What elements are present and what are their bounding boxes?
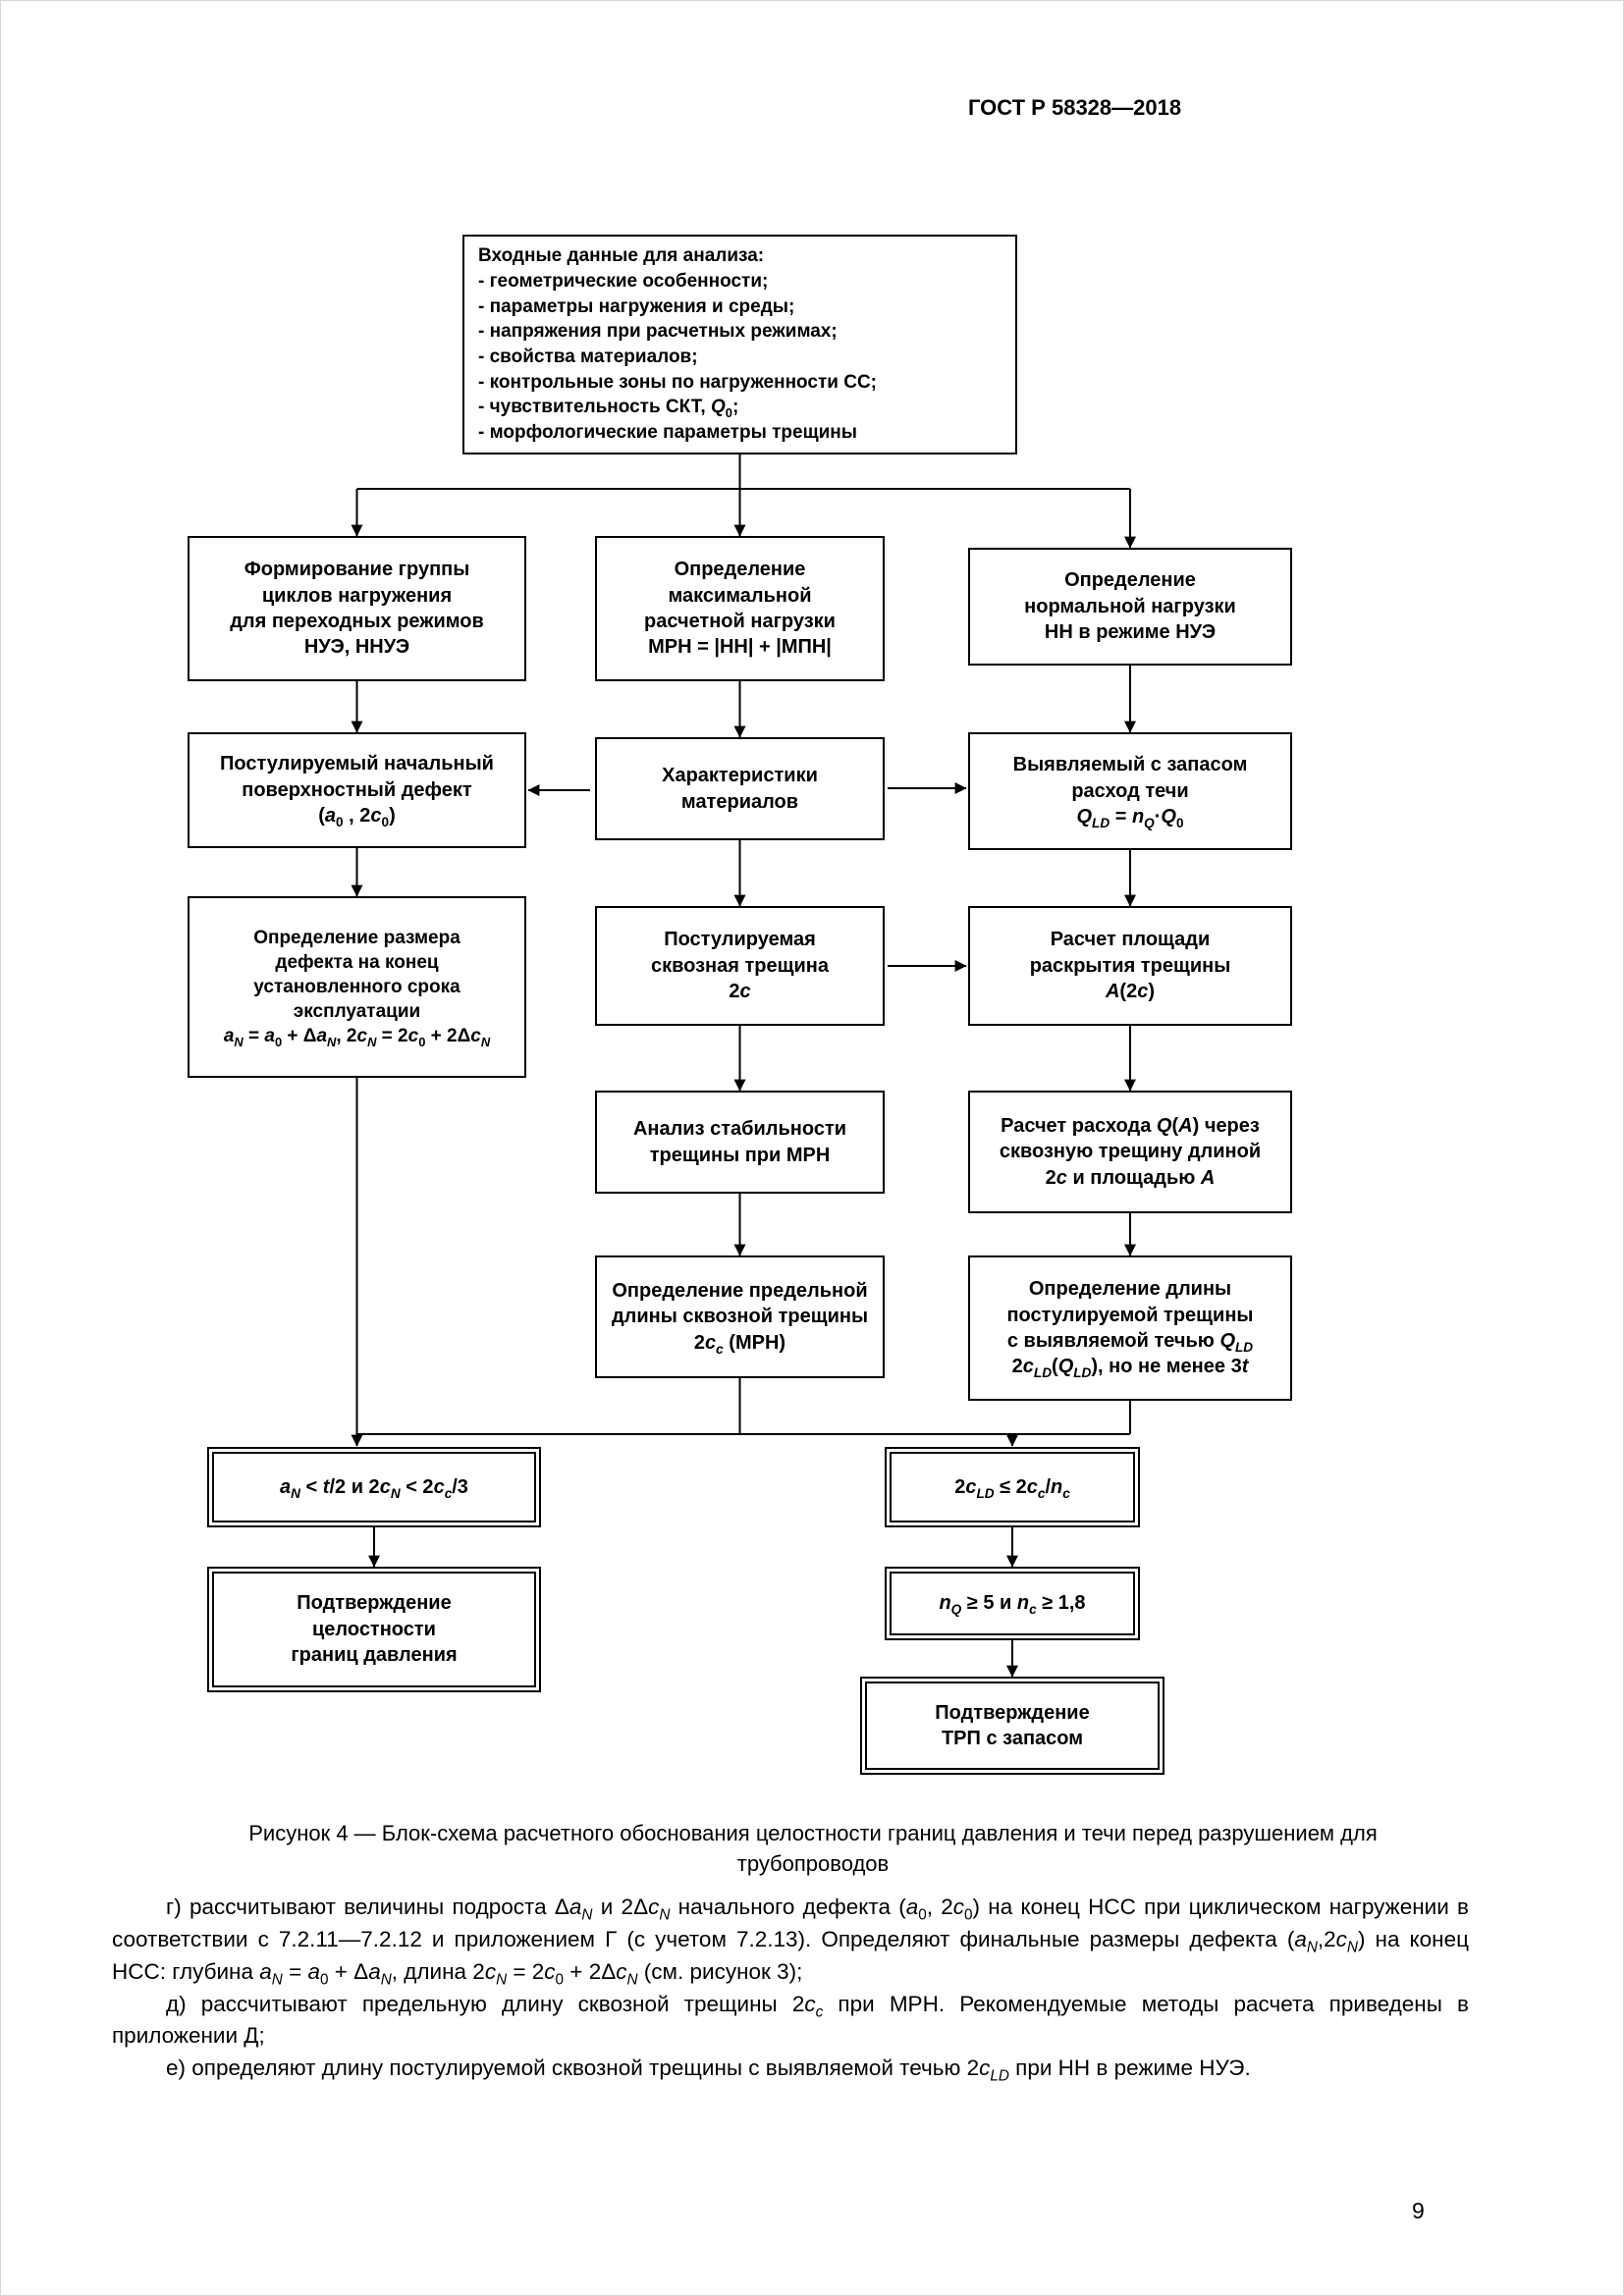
flow-box-leak-criterion-text: 2cLD ≤ 2cc/nc [954,1475,1070,1501]
paragraph-item-e: е) определяют длину постулируемой сквозн… [166,2056,1251,2085]
paragraph-item-g: г) рассчитывают величины подроста ΔaN и … [112,1895,1469,1989]
flow-box-size-criterion-text: aN < t/2 и 2cN < 2cc/3 [280,1475,468,1501]
document-number: ГОСТ Р 58328—2018 [968,95,1182,120]
body-text: г) рассчитывают величины подроста ΔaN и … [112,1892,1469,2085]
flow-box-leak-criterion: 2cLD ≤ 2cc/nc [885,1447,1140,1527]
page-number: 9 [1412,2198,1425,2223]
flow-box-margin-criterion-text: nQ ≥ 5 и nc ≥ 1,8 [939,1592,1086,1618]
paragraph-item-d: д) рассчитывают предельную длину сквозно… [112,1991,1469,2049]
flow-box-size-criterion: aN < t/2 и 2cN < 2cc/3 [207,1447,541,1527]
flow-box-input-data-text: Входные данные для анализа:- геометричес… [478,245,878,443]
figure-caption: Рисунок 4 — Блок-схема расчетного обосно… [248,1821,1378,1876]
flow-box-input-data: Входные данные для анализа:- геометричес… [462,235,1017,454]
flow-box-margin-criterion: nQ ≥ 5 и nc ≥ 1,8 [885,1567,1140,1640]
